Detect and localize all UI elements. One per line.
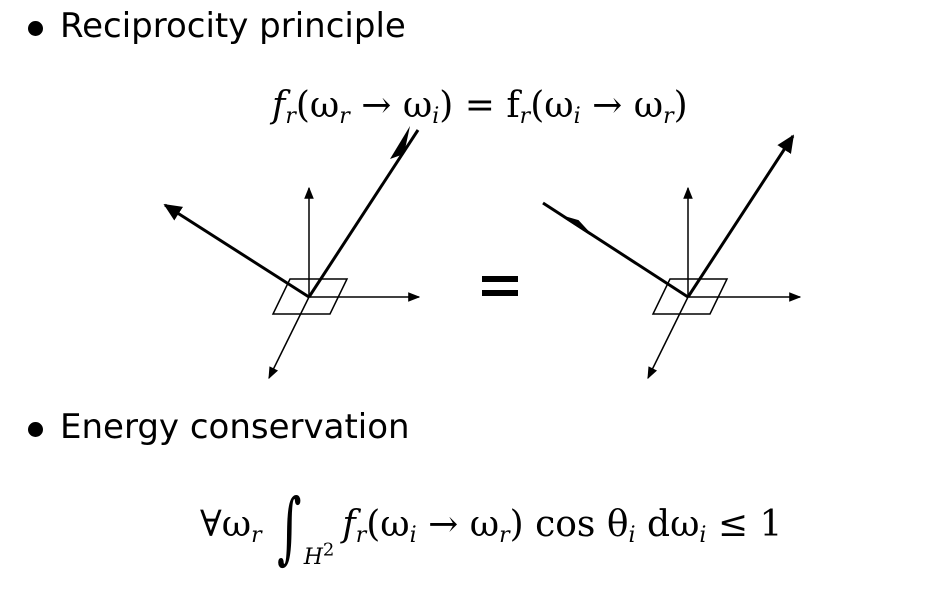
incoming-ray-arrow (563, 216, 591, 235)
surface-patch (651, 278, 729, 315)
bullet-dot-energy (28, 422, 43, 437)
reciprocity-formula: fr(ωr → ωi) = fr(ωi → ωr) (272, 85, 688, 129)
bitangent-axis (268, 296, 310, 380)
outgoing-ray-arrow (686, 134, 795, 298)
equals-sign (482, 276, 518, 304)
heading-energy: Energy conservation (60, 407, 410, 447)
bitangent-axis (647, 296, 689, 380)
bullet-dot-reciprocity (28, 21, 43, 36)
right-diagram (542, 134, 802, 380)
incoming-ray (307, 129, 420, 298)
integral-sign: ∫ (277, 483, 302, 573)
energy-formula: ∀ωr ∫H2fr(ωi → ωr) cos θi dωi ≤ 1 (200, 483, 783, 573)
heading-reciprocity: Reciprocity principle (60, 6, 406, 46)
left-diagram (163, 126, 421, 380)
incoming-ray-arrow (390, 126, 410, 159)
outgoing-ray-arrow (163, 203, 310, 299)
surface-patch (271, 278, 349, 315)
